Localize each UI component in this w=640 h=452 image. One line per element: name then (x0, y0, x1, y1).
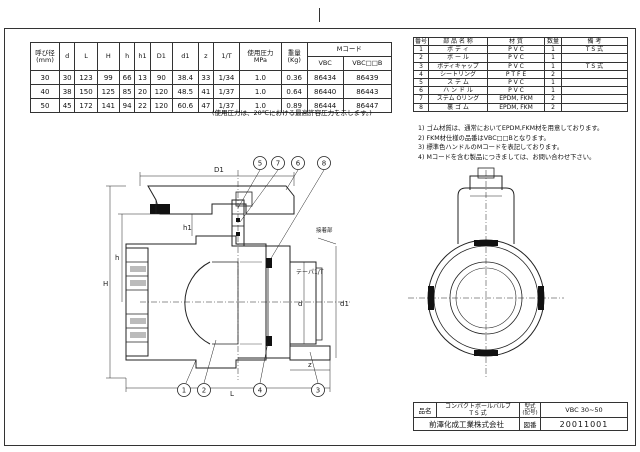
parts-cell (561, 102, 628, 112)
callout-balloon: 8 (269, 156, 331, 261)
callout-balloon: 2 (197, 339, 217, 397)
note-item: 3) 標準色ハンドルのMコードを表記しております。 (418, 144, 564, 151)
dimension-footnote: (使用圧力は、20℃における最高許容圧力を示します。) (212, 109, 372, 117)
callout-2: 2 (202, 387, 206, 395)
dim-label-d: d (298, 300, 302, 308)
dim-label-z: z (308, 361, 312, 369)
company-name: 前澤化成工業株式会社 (413, 417, 520, 431)
callout-5: 5 (258, 160, 262, 168)
section-view (106, 170, 350, 392)
callout-6: 6 (296, 160, 301, 168)
product-name: コンパクトボールバルブ T S 式 (436, 402, 520, 418)
sheet-frame (4, 28, 636, 446)
callout-balloon: 6 (285, 156, 305, 191)
notes-list: 1) ゴム材質は、通常においてEPDM,FKM材を用意しております。 2) FK… (418, 124, 603, 162)
dim-label-d1: d1 (340, 300, 349, 308)
model-number: VBC 30~50 (540, 402, 628, 418)
callout-4: 4 (258, 387, 263, 395)
dim-label-D1: D1 (214, 166, 224, 174)
callout-balloon: 1 (177, 359, 197, 397)
dim-label-H: H (103, 280, 108, 288)
title-model-label: 型式 (記号) (519, 402, 541, 418)
callout-3: 3 (316, 387, 320, 395)
title-block: 品名 コンパクトボールバルブ T S 式 型式 (記号) VBC 30~50 前… (413, 402, 628, 431)
dim-label-h1: h1 (183, 224, 192, 232)
callouts: 1 2 3 4 5 (177, 156, 331, 397)
dim-label-h: h (115, 254, 119, 262)
callout-7: 7 (276, 160, 280, 168)
drawing-number: 20011001 (540, 417, 628, 431)
dimension-cell: 41 (197, 84, 215, 99)
dimension-table: 呼び径 (mm) d L H h h1 D1 d1 z 1/T 使用圧力 MPa… (30, 42, 393, 113)
dim-label-L: L (230, 390, 234, 398)
col-header-taper: 1/T (213, 42, 240, 71)
dimension-cell: 1.0 (239, 98, 282, 113)
dimension-cell: 120 (149, 98, 173, 113)
note-item: 4) Mコードを含む製品につきましては、お問い合わせ下さい。 (418, 153, 596, 161)
callout-balloon: 4 (253, 341, 269, 397)
col-header-pressure: 使用圧力 MPa (239, 42, 282, 71)
dimension-cell: 45 (58, 98, 76, 113)
col-header-d: d (58, 42, 76, 71)
callout-1: 1 (182, 387, 186, 395)
dimension-cell: 22 (134, 98, 151, 113)
note-item: 1) ゴム材質は、通常においてEPDM,FKM材を用意しております。 (418, 125, 604, 132)
callout-balloon: 5 (237, 156, 267, 209)
adhesive-label: 接着部 (316, 226, 333, 234)
col-header-d1: d1 (171, 42, 199, 71)
taper-label: テーパ1/T (296, 269, 324, 276)
col-header-h1: h1 (134, 42, 151, 71)
title-drawing-no-label: 図番 (519, 417, 541, 431)
side-view (408, 167, 564, 378)
center-tick-mark (319, 8, 320, 22)
dimension-cell: 47 (197, 98, 215, 113)
dimension-cell: 86447 (342, 98, 393, 113)
callout-balloon: 3 (309, 351, 325, 397)
title-name-label: 品名 (413, 402, 437, 418)
dimension-cell: 86444 (306, 98, 344, 113)
dimension-cell: 1/37 (213, 98, 240, 113)
callout-balloon: 7 (239, 156, 285, 223)
callout-8: 8 (322, 160, 326, 168)
note-item: 2) FKM材仕様の品番はVBC□□Bとなります。 (418, 134, 550, 142)
